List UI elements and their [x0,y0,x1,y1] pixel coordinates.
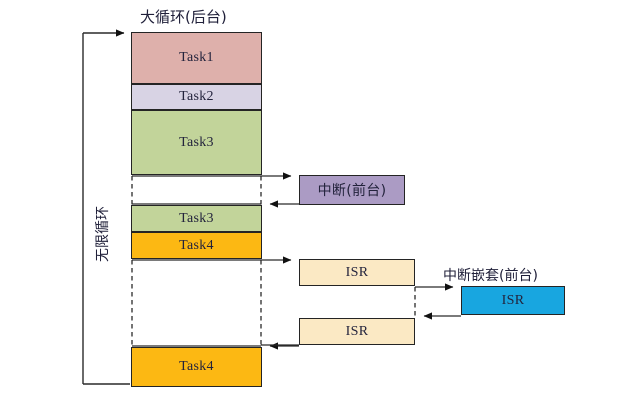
nested-isr-block: ISR [461,286,565,315]
task-block-task1: Task1 [131,32,262,84]
task-block-task3-first: Task3 [131,110,262,175]
task-block-task2: Task2 [131,84,262,110]
gap-outlines [132,175,261,347]
isr-block-upper: ISR [299,259,415,286]
label-infinite-loop: 无限循环 [95,206,111,262]
task-block-task3-resume: Task3 [131,205,262,232]
task-block-task4-first: Task4 [131,232,262,259]
title-main-loop: 大循环(后台) [140,8,227,26]
title-nested-interrupt: 中断嵌套(前台) [443,268,538,284]
isr-block-lower: ISR [299,318,415,345]
interrupt-block: 中断(前台) [299,175,405,205]
dashed-guides-isr [131,260,262,347]
dashed-guides-interrupt [131,176,262,205]
task-block-task4-resume: Task4 [131,347,262,387]
